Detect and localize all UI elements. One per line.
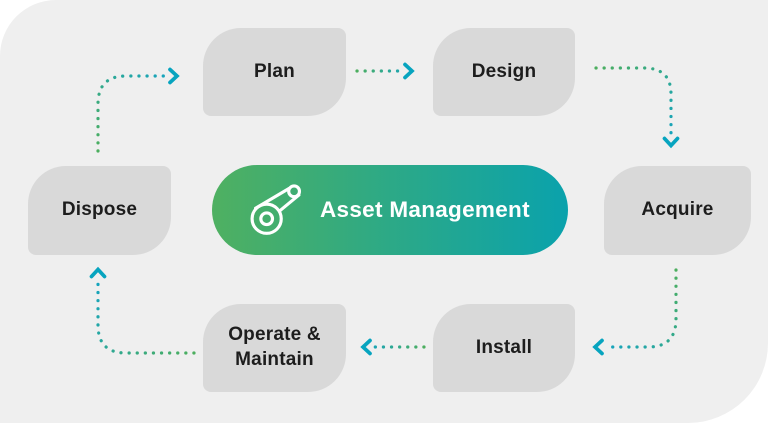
stage-label-install: Install [475,336,533,358]
stage-box-install: Install [433,304,575,392]
stage-box-dispose: Dispose [28,166,171,255]
stage-box-design: Design [433,28,575,116]
stage-box-operate-maintain: Operate & Maintain [203,304,346,392]
stage-label-design: Design [471,60,537,82]
stage-label-plan: Plan [254,60,295,82]
stage-label-acquire: Acquire [641,199,714,221]
stage-box-plan: Plan [203,28,346,116]
diagram-title: Asset Management [320,197,530,222]
asset-tag-icon [250,184,302,235]
center-pill: Asset Management [212,165,568,255]
stage-label-operate-maintain: Operate & Maintain [228,324,321,370]
stage-label-dispose: Dispose [61,199,138,221]
stage-box-acquire: Acquire [604,166,751,255]
